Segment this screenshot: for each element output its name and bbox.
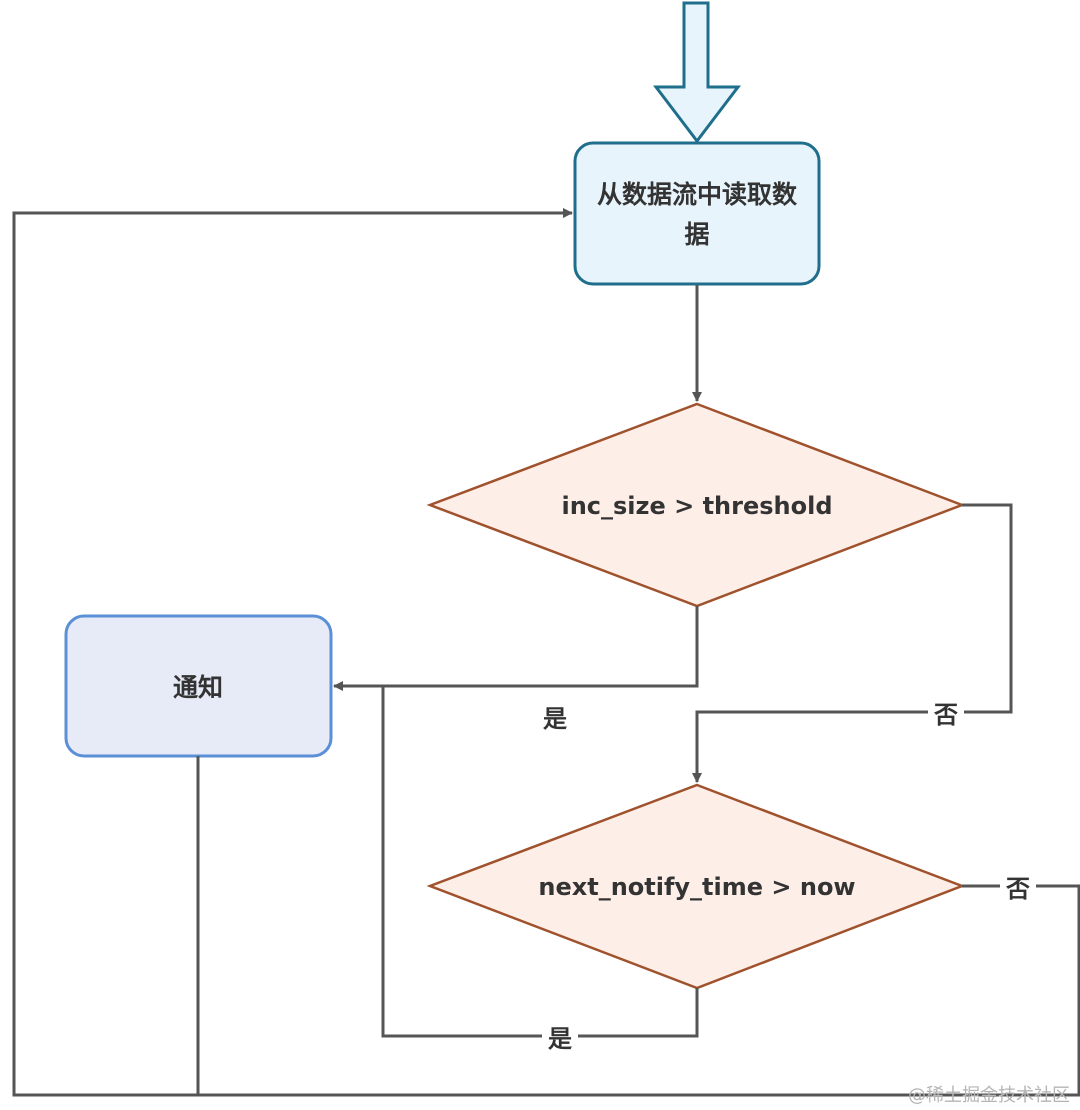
edge-label-decision1-yes: 是 xyxy=(543,705,567,733)
process-notify[interactable]: 通知 xyxy=(64,614,333,758)
edge-decision2-no-loop xyxy=(12,208,1080,1097)
edge-label-bg xyxy=(928,700,964,726)
edge-decision1-yes-to-notify xyxy=(333,606,699,691)
edge-decision2-yes-to-notify xyxy=(381,686,699,1038)
decision-inc-size-label: inc_size > threshold xyxy=(561,492,832,520)
edge-label-decision2-yes: 是 xyxy=(548,1025,572,1053)
decision-next-notify-time[interactable]: next_notify_time > now xyxy=(426,783,966,990)
entry-arrow xyxy=(652,1,742,144)
edge-decision1-no-to-decision2 xyxy=(692,503,1013,783)
process-read-data-label-line2: 据 xyxy=(684,220,709,249)
process-read-data-label-line1: 从数据流中读取数 xyxy=(597,180,798,209)
decision-inc-size[interactable]: inc_size > threshold xyxy=(426,402,966,608)
edge-label-decision2-no: 否 xyxy=(1005,875,1030,903)
process-notify-label: 通知 xyxy=(173,673,223,702)
process-read-data[interactable]: 从数据流中读取数 据 xyxy=(573,141,821,286)
watermark-text: @稀土掘金技术社区 xyxy=(908,1085,1070,1106)
edge-label-bg-2 xyxy=(542,1024,578,1050)
edge-label-decision1-no: 否 xyxy=(933,701,958,729)
decision-next-notify-time-label: next_notify_time > now xyxy=(538,873,855,901)
edge-label-bg-3 xyxy=(1000,874,1036,900)
